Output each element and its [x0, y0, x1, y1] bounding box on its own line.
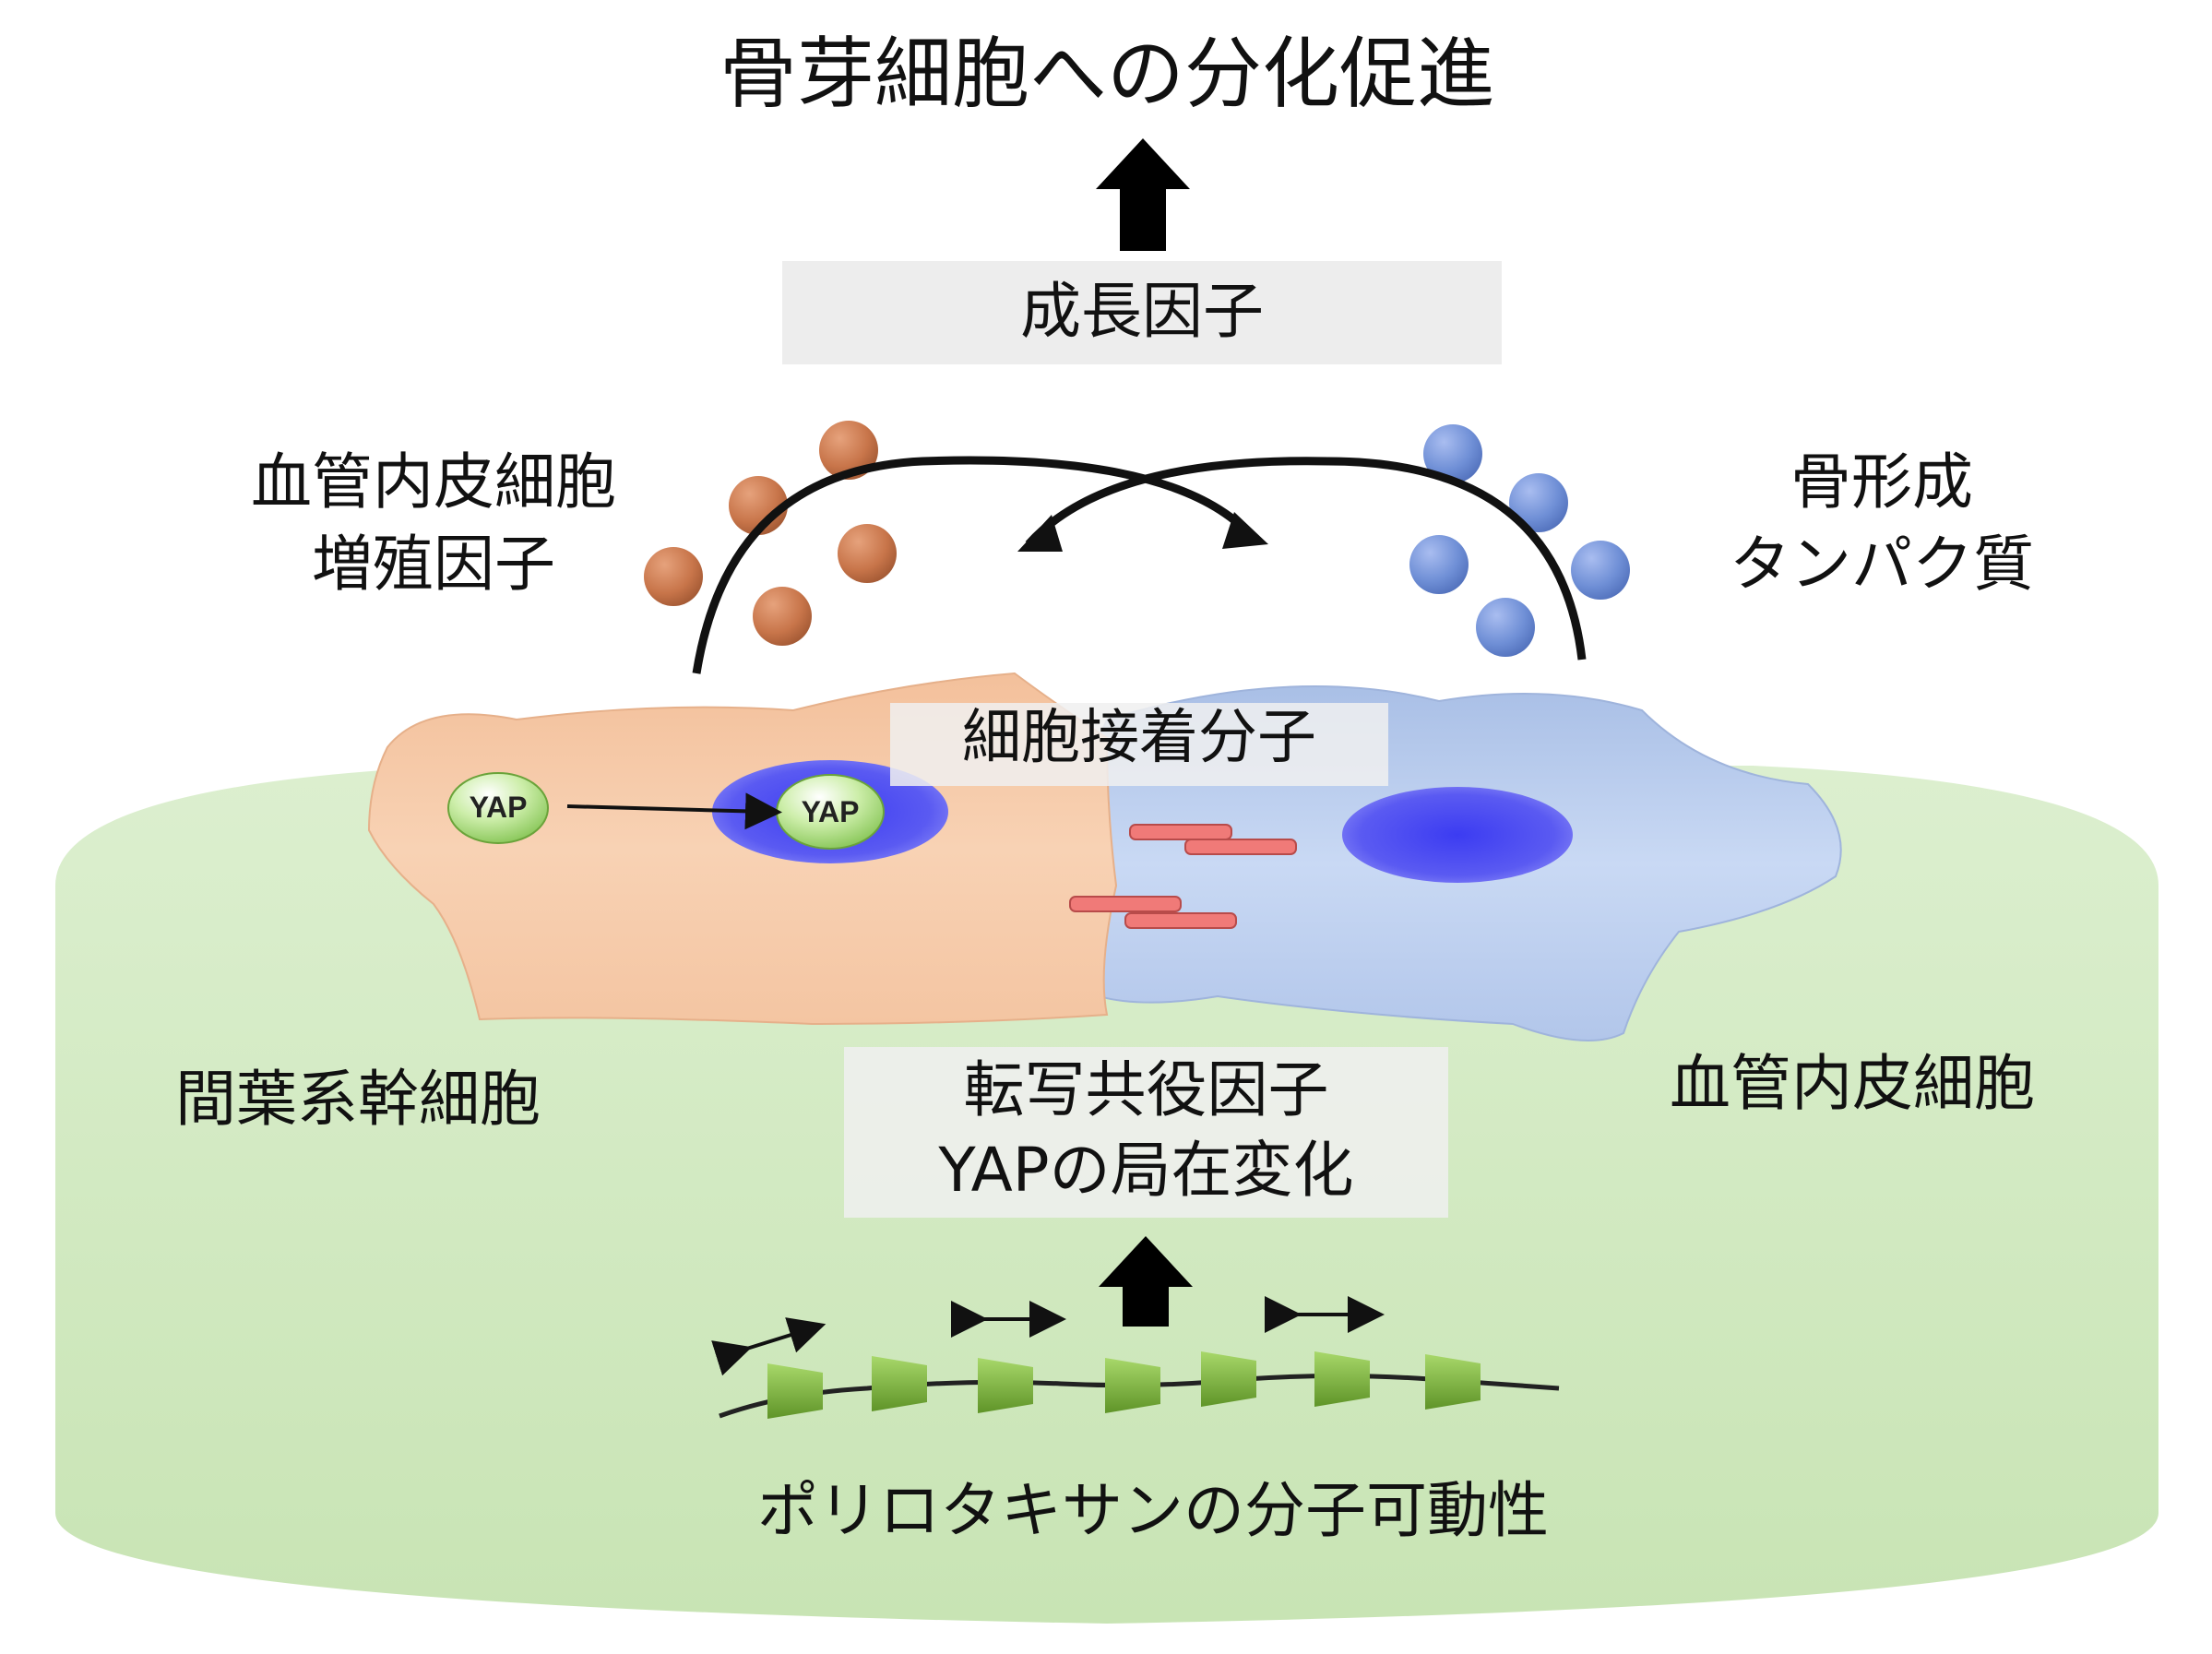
yap-change-label: 転写共役因子 YAPの局在変化 [844, 1050, 1448, 1210]
bmp-ball [1476, 598, 1535, 657]
yap-label-cytoplasm: YAP [470, 791, 528, 824]
vegf-label: 血管内皮細胞 増殖因子 [184, 441, 683, 605]
yap-change-line2: YAPの局在変化 [938, 1135, 1354, 1207]
yap-change-line1: 転写共役因子 [963, 1054, 1329, 1125]
endothelial-nucleus [1342, 787, 1573, 883]
arc-to-right [692, 456, 1258, 674]
vegf-balls [644, 421, 897, 646]
vegf-label-line2: 増殖因子 [312, 529, 555, 601]
cyclodextrin-ring [767, 1363, 823, 1419]
adhesion-box [890, 703, 1388, 786]
bmp-label: 骨形成 タンパク質 [1651, 441, 2112, 605]
yap-cytoplasm [447, 772, 549, 844]
cyclodextrin-ring [872, 1356, 927, 1411]
up-arrow-bottom [1099, 1236, 1193, 1327]
polyrotaxane [719, 1351, 1560, 1419]
adhesion-molecules [1069, 824, 1297, 929]
arc-to-left [1025, 457, 1587, 660]
exchange-arrows [692, 456, 1587, 674]
vegf-ball [753, 587, 812, 646]
bmp-ball [1409, 535, 1469, 594]
adhesion-bar [1124, 912, 1237, 929]
cyclodextrin-ring [1314, 1351, 1370, 1407]
cyclodextrin-ring [978, 1358, 1033, 1413]
yap-label-nucleus: YAP [802, 795, 860, 828]
adhesion-label: 細胞接着分子 [962, 704, 1316, 772]
vegf-label-line1: 血管内皮細胞 [251, 446, 616, 518]
vegf-ball [819, 421, 878, 480]
adhesion-bar [1184, 839, 1297, 855]
yap-arrow [566, 792, 782, 830]
title: 骨芽細胞への分化促進 [719, 29, 1494, 119]
bmp-ball [1571, 541, 1630, 600]
growth-factor-label: 成長因子 [1020, 276, 1264, 347]
bmp-ball [1423, 424, 1482, 483]
cyclodextrin-ring [1201, 1351, 1256, 1407]
bmp-label-line2: タンパク質 [1730, 529, 2034, 601]
bmp-balls [1409, 424, 1630, 657]
up-arrow-top [1096, 138, 1190, 251]
bmp-ball [1509, 473, 1568, 532]
msc-label: 間葉系幹細胞 [175, 1064, 541, 1135]
vegf-ball [644, 547, 703, 606]
bmp-label-line1: 骨形成 [1790, 446, 1973, 518]
growth-factor-box [782, 261, 1502, 364]
cyclodextrin-ring [1105, 1358, 1160, 1413]
yap-change-box [844, 1047, 1448, 1218]
polyrotaxane-label: ポリロタキサンの分子可動性 [757, 1475, 1549, 1546]
adhesion-bar [1129, 824, 1232, 840]
mobility-arrows [711, 1296, 1385, 1376]
adhesion-bar [1069, 896, 1182, 912]
endothelial-label: 血管内皮細胞 [1670, 1048, 2035, 1119]
mobility-arrow [711, 1317, 827, 1376]
cyclodextrin-ring [1425, 1354, 1481, 1410]
yap-translocation: YAP YAP [447, 772, 885, 850]
vegf-ball [838, 524, 897, 583]
